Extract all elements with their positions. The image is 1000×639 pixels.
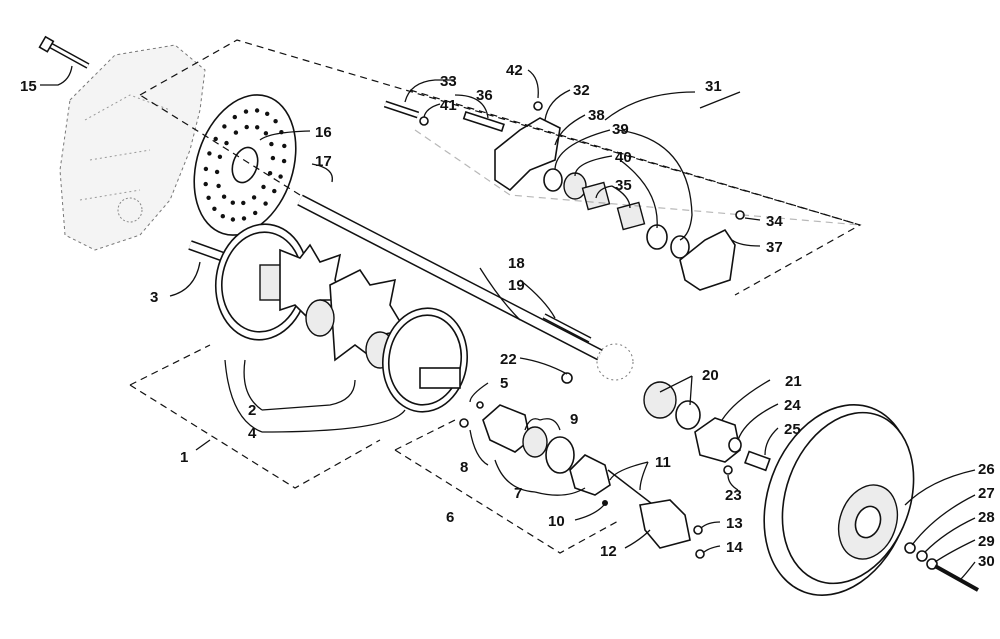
disc-hole: [244, 124, 249, 130]
label-24: 24: [784, 397, 801, 414]
disc-hole: [263, 201, 268, 206]
label-16: 16: [315, 124, 332, 141]
disc-hole: [203, 166, 209, 172]
label-17: 17: [315, 153, 332, 170]
disc-hole: [243, 109, 249, 114]
disc-hole: [221, 194, 227, 199]
label-21: 21: [785, 373, 802, 390]
disc-hole: [206, 195, 211, 200]
label-27: 27: [978, 485, 995, 502]
disc-hole: [272, 188, 277, 194]
disc-hole: [267, 171, 273, 176]
label-35: 35: [615, 177, 632, 194]
label-33: 33: [440, 73, 457, 90]
bearing-housing-group: [459, 401, 705, 559]
label-42: 42: [506, 62, 523, 79]
disc-hole: [230, 200, 235, 205]
disc-hole: [261, 184, 266, 190]
disc-hole: [251, 195, 257, 200]
disc-hole: [278, 174, 283, 179]
disc-hole: [230, 217, 236, 222]
disc-hole: [233, 130, 239, 135]
label-40: 40: [615, 149, 632, 166]
label-41: 41: [440, 97, 457, 114]
disc-hole: [281, 158, 287, 164]
disc-hole: [212, 206, 217, 211]
label-38: 38: [588, 107, 605, 124]
disc-hole: [265, 111, 270, 117]
disc-hole: [253, 210, 258, 216]
disc-hole: [207, 151, 212, 156]
label-18: 18: [508, 255, 525, 272]
label-5: 5: [500, 375, 508, 392]
disc-hole: [254, 108, 260, 113]
label-12: 12: [600, 543, 617, 560]
disc-hole: [217, 154, 223, 159]
label-26: 26: [978, 461, 995, 478]
label-14: 14: [726, 539, 743, 556]
disc-hole: [241, 216, 247, 221]
brake-disc-16: [193, 94, 297, 236]
label-22: 22: [500, 351, 517, 368]
label-30: 30: [978, 553, 995, 570]
label-13: 13: [726, 515, 743, 532]
leader-lines: [40, 65, 976, 581]
disc-hole: [269, 141, 274, 147]
label-25: 25: [784, 421, 801, 438]
disc-hole: [282, 143, 287, 149]
disc-hole: [203, 181, 208, 187]
drive-clutch: [214, 223, 469, 413]
disc-hole: [216, 183, 221, 189]
engine-block: [59, 44, 206, 251]
bolt-15: [38, 35, 90, 69]
disc-hole: [222, 124, 227, 129]
label-37: 37: [766, 239, 783, 256]
label-29: 29: [978, 533, 995, 550]
driven-pulley: [763, 404, 979, 596]
disc-hole: [213, 136, 218, 142]
label-6: 6: [446, 509, 454, 526]
label-28: 28: [978, 509, 995, 526]
jackshaft-18: [297, 194, 603, 361]
label-10: 10: [548, 513, 565, 530]
label-11: 11: [655, 454, 671, 471]
disc-hole: [241, 200, 246, 206]
label-19: 19: [508, 277, 525, 294]
label-31: 31: [705, 78, 722, 95]
label-36: 36: [476, 87, 493, 104]
disc-hole: [255, 125, 260, 130]
disc-hole: [270, 155, 276, 161]
label-2: 2: [248, 402, 256, 419]
label-15: 15: [20, 78, 37, 95]
bearing-set-20: [561, 372, 771, 475]
group-outlines: [129, 39, 862, 554]
disc-hole: [224, 140, 229, 146]
label-34: 34: [766, 213, 783, 230]
label-7: 7: [514, 485, 522, 502]
label-3: 3: [150, 289, 158, 306]
label-32: 32: [573, 82, 590, 99]
label-9: 9: [570, 411, 578, 428]
disc-hole: [232, 114, 237, 120]
disc-hole: [220, 214, 225, 219]
label-23: 23: [725, 487, 742, 504]
label-1: 1: [180, 449, 188, 466]
disc-hole: [273, 119, 278, 124]
label-8: 8: [460, 459, 468, 476]
label-39: 39: [612, 121, 629, 138]
label-4: 4: [248, 425, 257, 442]
disc-hole: [263, 131, 269, 136]
chain-case-assembly: [383, 100, 745, 291]
callout-labels: 15 16 17 3 2 4 1 33 41 36 42 32 38 31 39…: [20, 62, 995, 570]
disc-hole: [214, 169, 220, 175]
label-20: 20: [702, 367, 719, 384]
